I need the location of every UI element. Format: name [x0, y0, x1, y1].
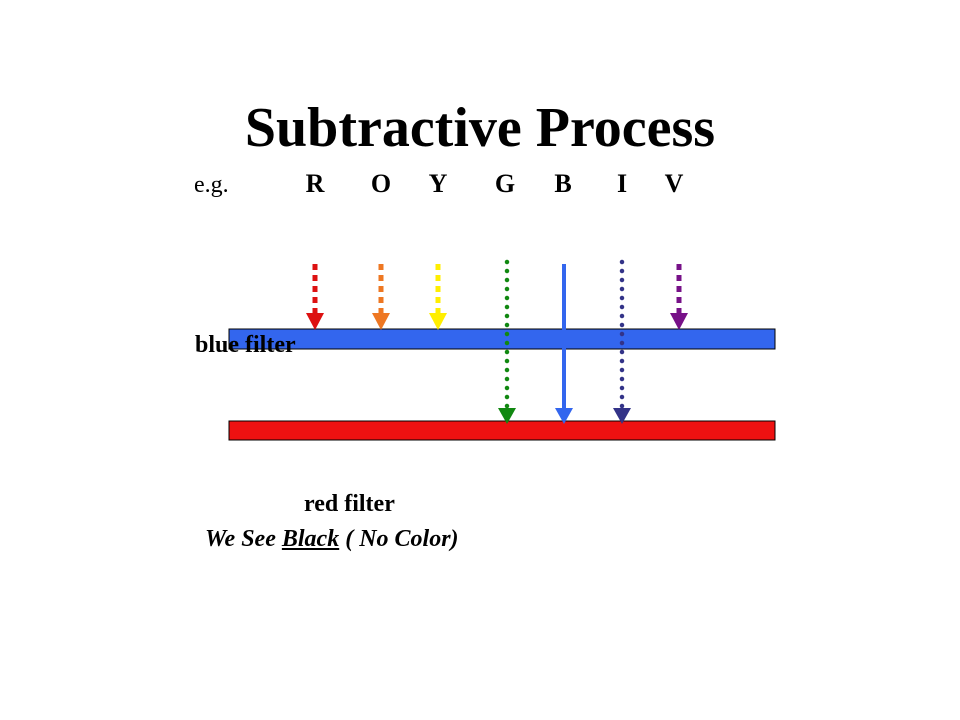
caption-lead: We See — [205, 526, 282, 552]
ray-yellow — [429, 264, 447, 330]
spectrum-letter-v: V — [664, 169, 684, 198]
caption-tail: ( No Color) — [339, 526, 459, 552]
ray-violet — [670, 264, 688, 330]
caption-emphasis: Black — [281, 526, 340, 552]
spectrum-letter-y: Y — [428, 169, 448, 198]
red-filter-bar — [228, 420, 776, 441]
ray-blue — [555, 264, 573, 424]
ray-orange — [372, 264, 390, 330]
spectrum-letter-i: I — [616, 169, 628, 198]
red-filter-label: red filter — [304, 491, 395, 517]
caption: We See Black ( No Color) — [205, 524, 459, 554]
blue-filter-label: blue filter — [195, 332, 296, 358]
spectrum-letter-g: G — [494, 169, 516, 198]
slide-title: Subtractive Process — [244, 97, 716, 159]
ray-green — [498, 259, 516, 424]
spectrum-letter-b: B — [554, 169, 572, 198]
ray-indigo — [613, 259, 631, 424]
ray-red — [306, 264, 324, 330]
spectrum-letter-r: R — [305, 169, 325, 198]
example-label: e.g. — [194, 172, 229, 198]
blue-filter-bar — [228, 328, 776, 350]
spectrum-letter-o: O — [370, 169, 392, 198]
